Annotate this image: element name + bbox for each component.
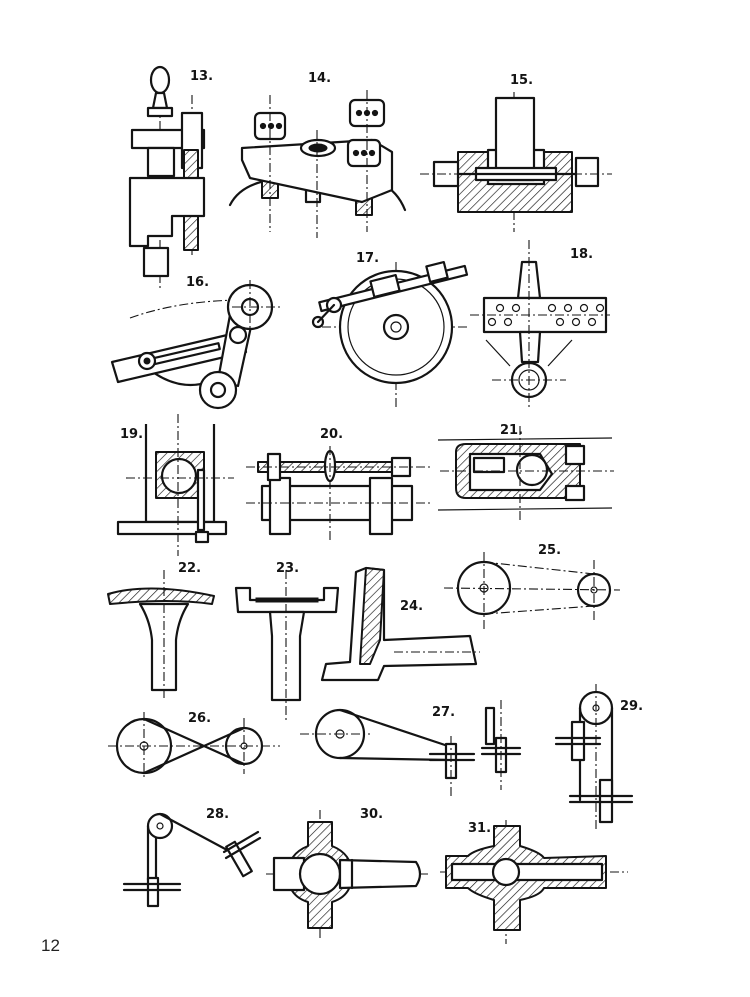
fig-14-drawing: 14. bbox=[228, 71, 407, 238]
fig-26-label: 26. bbox=[188, 711, 211, 726]
fig-24-drawing: 24. bbox=[320, 566, 480, 682]
fig-30-label: 30. bbox=[360, 807, 383, 822]
fig-20-drawing: 20. bbox=[246, 427, 430, 540]
fig-15-drawing: 15. bbox=[420, 73, 612, 232]
fig-29-label: 29. bbox=[620, 699, 643, 714]
fig-18-label: 18. bbox=[570, 247, 593, 262]
fig-26-drawing: 26. bbox=[108, 711, 280, 780]
fig-20-label: 20. bbox=[320, 427, 343, 442]
fig-31-label: 31. bbox=[468, 821, 491, 836]
fig-18-drawing: 18. bbox=[470, 240, 610, 410]
fig-19-drawing: 19. bbox=[116, 414, 234, 556]
fig-29-drawing: 29. bbox=[554, 684, 643, 830]
fig-15-label: 15. bbox=[510, 73, 533, 88]
fig-17-label: 17. bbox=[356, 251, 379, 266]
fig-25-label: 25. bbox=[538, 543, 561, 558]
fig-24-label: 24. bbox=[400, 599, 423, 614]
page-number: 12 bbox=[41, 936, 60, 955]
fig-22-drawing: 22. bbox=[107, 561, 215, 700]
fig-13-drawing: 13. bbox=[128, 65, 213, 290]
fig-28-drawing: 28. bbox=[122, 807, 262, 908]
fig-27-label: 27. bbox=[432, 705, 455, 720]
fig-13-label: 13. bbox=[190, 69, 213, 84]
fig-23-drawing: 23. bbox=[234, 561, 340, 720]
fig-23-label: 23. bbox=[276, 561, 299, 576]
fig-21-label: 21. bbox=[500, 423, 523, 438]
fig-14-label: 14. bbox=[308, 71, 331, 86]
fig-25-drawing: 25. bbox=[443, 543, 621, 630]
fig-31-drawing: 31. bbox=[440, 820, 628, 944]
fig-17-drawing: 17. bbox=[311, 251, 470, 410]
fig-30-drawing: 30. bbox=[266, 807, 430, 940]
fig-16-label: 16. bbox=[186, 275, 209, 290]
fig-28-label: 28. bbox=[206, 807, 229, 822]
fig-16-drawing: 16. bbox=[110, 275, 282, 410]
fig-22-label: 22. bbox=[178, 561, 201, 576]
fig-21-drawing: 21. bbox=[437, 423, 614, 522]
fig-19-label: 19. bbox=[120, 427, 143, 442]
fig-27-drawing: 27. bbox=[300, 700, 522, 796]
